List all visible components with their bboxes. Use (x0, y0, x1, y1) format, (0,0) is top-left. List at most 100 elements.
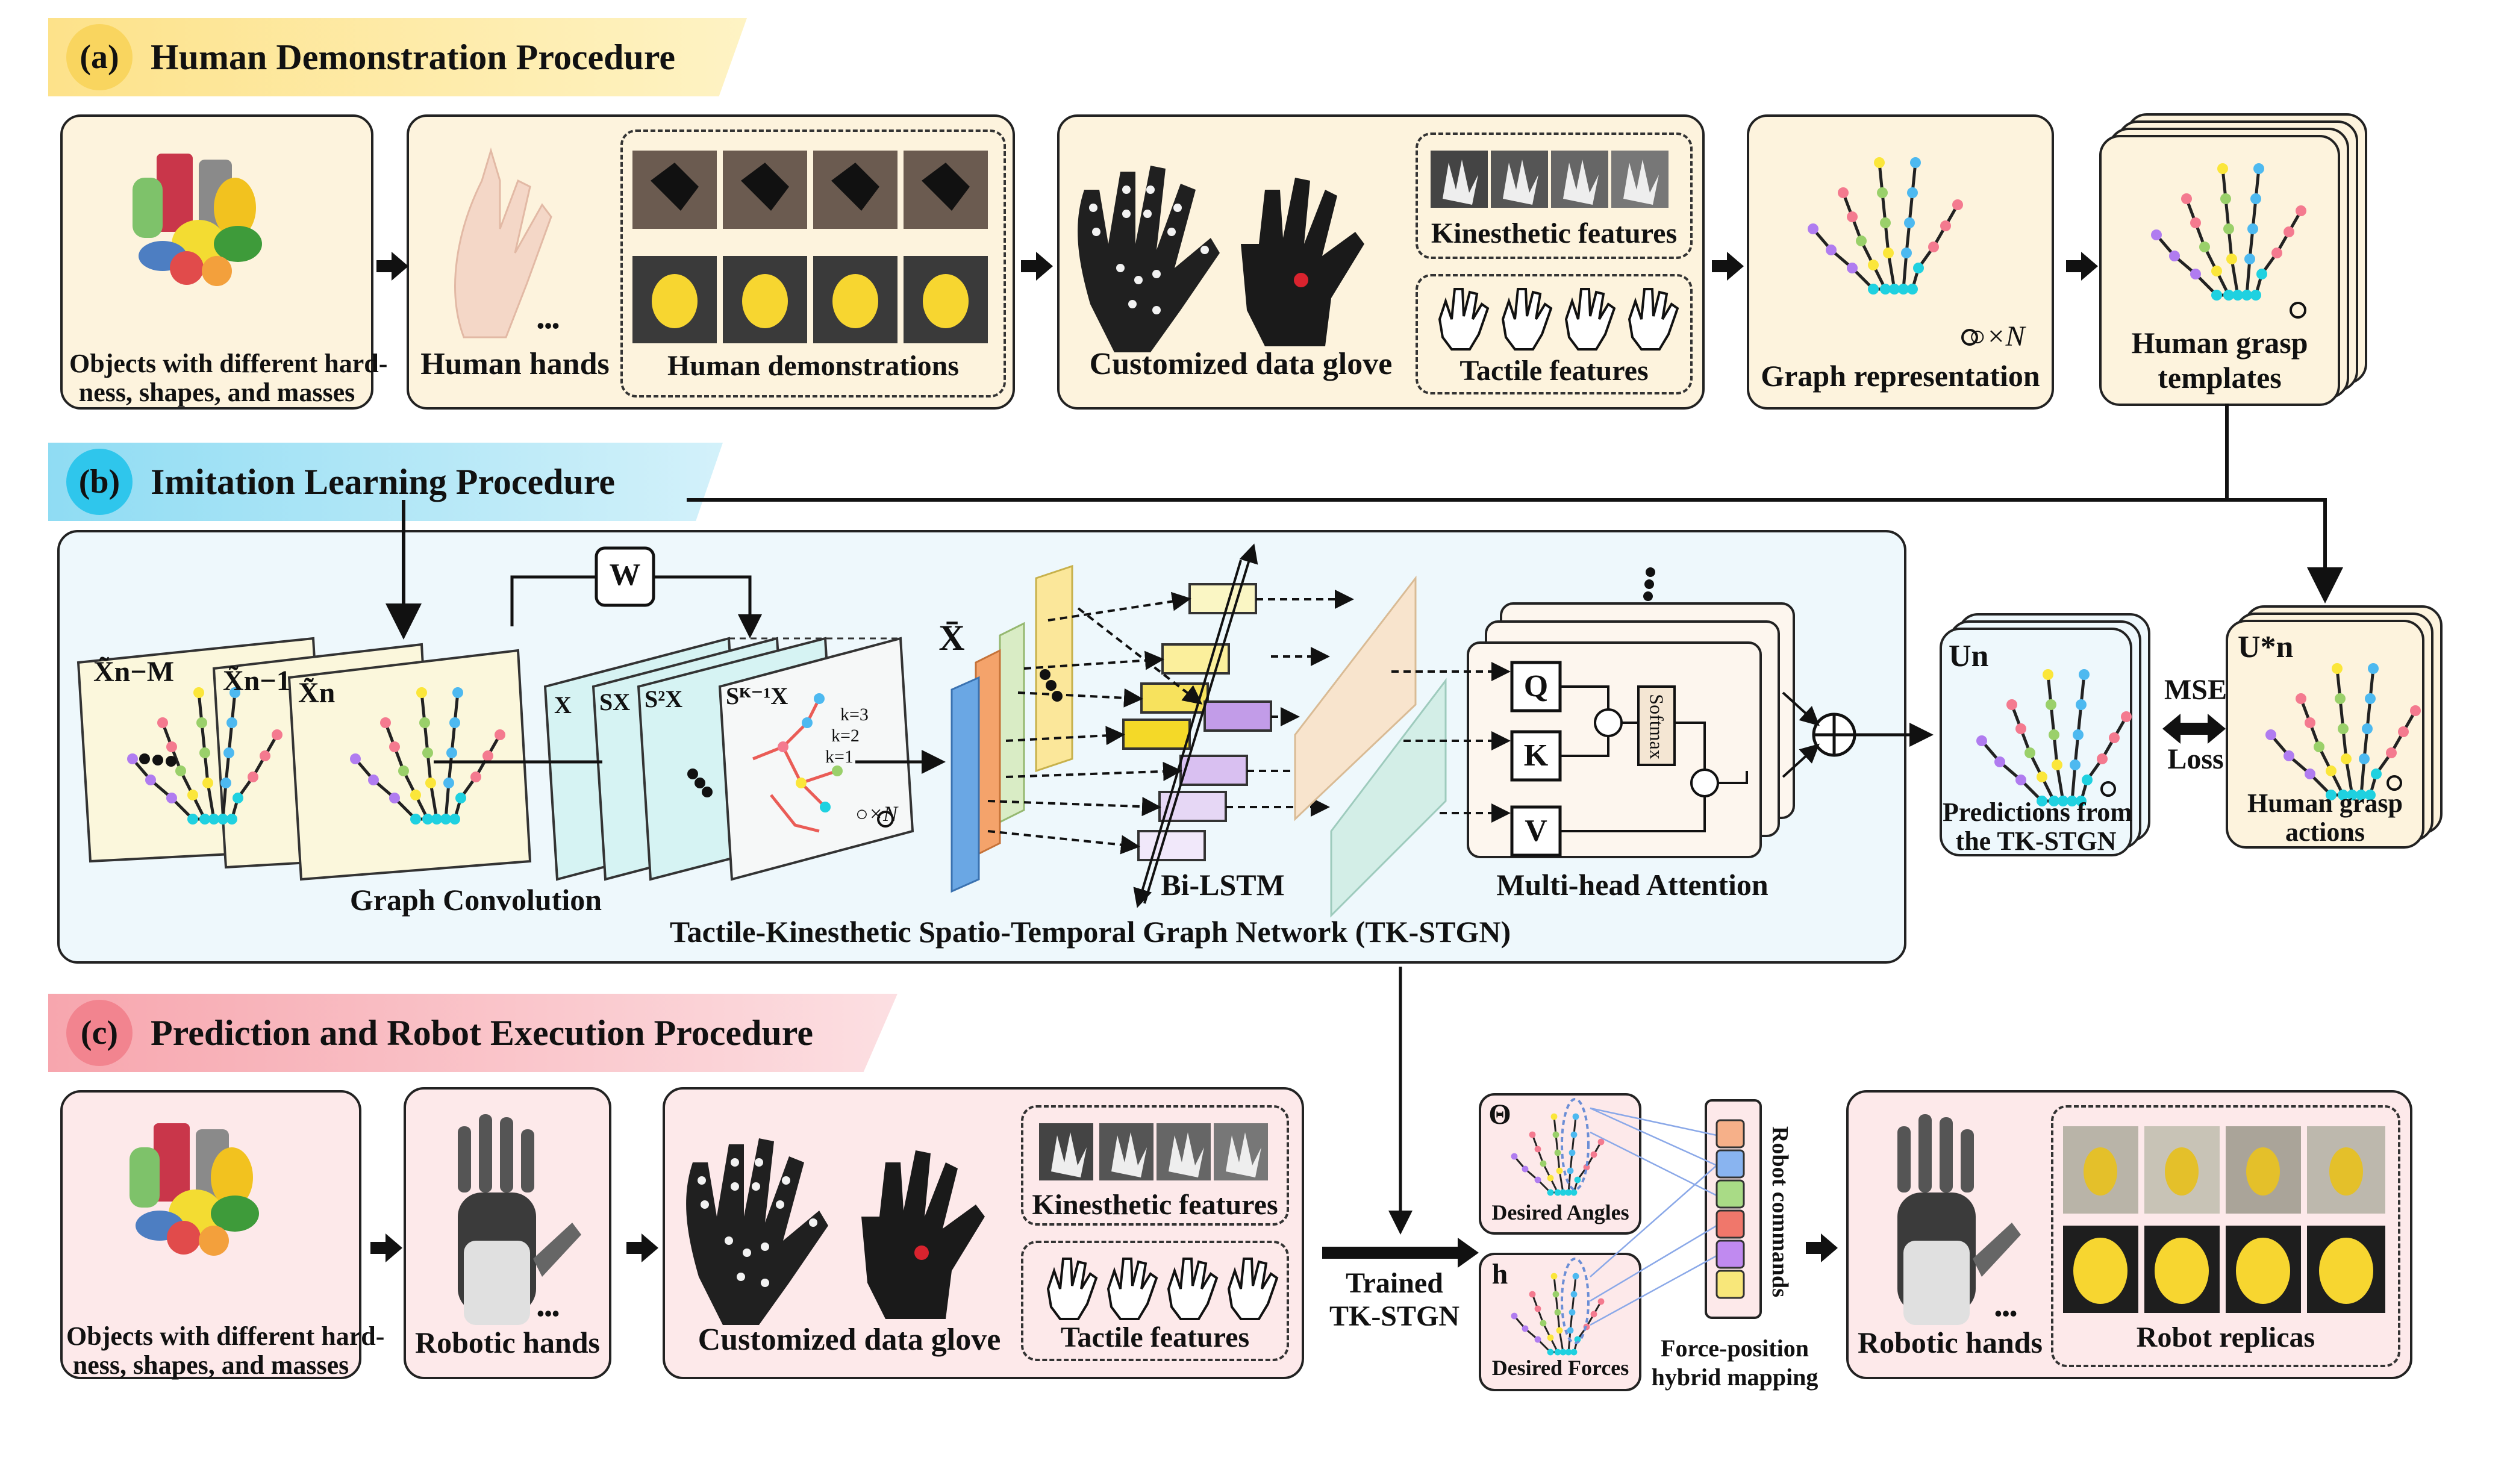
robot-hand-image-2 (1897, 1114, 2021, 1325)
s2x-label: S²X (645, 685, 683, 712)
matmul-2 (1690, 768, 1719, 797)
matmul-1 (1594, 708, 1623, 737)
tactile-label-a: Tactile features (1459, 355, 1649, 387)
robotic-hands-label: Robotic hands (414, 1326, 601, 1359)
predictions-panel (1940, 628, 2132, 856)
times-n-conv: ○×N (855, 802, 898, 826)
actions-hand (2265, 663, 2421, 800)
h-label: h (1491, 1258, 1508, 1290)
replica-thumbnails (2063, 1126, 2385, 1313)
row-a-arrows (376, 252, 2098, 281)
robotic-hands-label-2: Robotic hands (1857, 1326, 2043, 1359)
section-a-tag: (a) (66, 24, 133, 90)
row-c-arrows (370, 1233, 1838, 1262)
k2-label: k=2 (831, 726, 860, 746)
red-graph-nodes (778, 693, 843, 812)
graph-conv-frames (543, 637, 914, 881)
predictions-label-1: Predictions from (1943, 797, 2132, 827)
graph-convolution-label: Graph Convolution (349, 883, 602, 917)
tactile-hands-a (1438, 288, 1679, 351)
section-c-banner: (c) Prediction and Robot Execution Proce… (48, 994, 898, 1072)
robot-commands-label: Robot commands (1767, 1126, 1793, 1297)
tactile-group-c (1021, 1241, 1289, 1361)
u-star-label: U*n (2238, 630, 2294, 664)
kinesthetic-label-a: Kinesthetic features (1431, 217, 1678, 249)
kinesthetic-group-c (1021, 1105, 1289, 1226)
x-n-minus-m: X̃n−M (93, 656, 175, 688)
angles-hand (1510, 1112, 1605, 1197)
objects-label-c-1: Objects with different hard- (66, 1321, 385, 1351)
section-b-banner: (b) Imitation Learning Procedure (48, 443, 723, 521)
feature-bars (951, 564, 1073, 893)
times-n-a: ○×N (1968, 320, 2025, 352)
data-glove-image-a-2 (1241, 178, 1364, 346)
robot-hand-image-1 (458, 1114, 581, 1325)
trained-label-2: TK-STGN (1329, 1300, 1460, 1332)
actions-label-2: actions (2285, 817, 2365, 847)
k3-label: k=3 (840, 705, 869, 725)
objects-label-a-1: Objects with different hard- (69, 349, 388, 378)
w-label: W (609, 558, 641, 592)
templates-label-1: Human grasp (2131, 326, 2308, 360)
kinesthetic-thumbs-c (1039, 1123, 1268, 1180)
skx-label: Sᴷ⁻¹X (726, 682, 788, 709)
human-hand-image (454, 147, 552, 338)
objects-label-c-2: ness, shapes, and masses (72, 1350, 349, 1380)
value-projection (1330, 678, 1447, 918)
predictions-label-2: the TK-STGN (1955, 826, 2117, 856)
forces-hand (1510, 1272, 1605, 1356)
loss-label: Loss (2167, 743, 2224, 775)
desired-forces-label: Desired Forces (1491, 1356, 1629, 1380)
kinesthetic-label-c: Kinesthetic features (1032, 1189, 1278, 1221)
data-glove-image-c (686, 1138, 828, 1325)
section-a-title: Human Demonstration Procedure (151, 37, 676, 77)
multihead-attention-label: Multi-head Attention (1496, 868, 1768, 902)
demonstrations-group (620, 129, 1006, 398)
tactile-group-a (1416, 274, 1693, 394)
bilstm-blocks (1122, 543, 1272, 908)
graph-representation-panel (1747, 114, 2054, 410)
v-box (1510, 805, 1562, 857)
template-hand (2151, 163, 2306, 301)
templates-label-2: templates (2158, 361, 2282, 394)
objects-label-a-2: ness, shapes, and masses (78, 378, 355, 407)
v-label: V (1525, 814, 1547, 848)
bilstm-dashed-inputs (987, 590, 1354, 855)
ellipsis-c-2: ••• (1994, 1302, 2017, 1326)
mapping-label-1: Force-position (1661, 1335, 1809, 1362)
tactile-label-c: Tactile features (1060, 1321, 1250, 1353)
prediction-hand (1976, 669, 2132, 806)
data-glove-image-a (1078, 166, 1220, 352)
k1-label: k=1 (825, 747, 854, 767)
q-box (1510, 661, 1562, 712)
objects-image-a (133, 154, 262, 286)
tactile-hands-c (1047, 1258, 1278, 1320)
network-label: Tactile-Kinesthetic Spatio-Temporal Grap… (669, 915, 1511, 949)
x-n: X̃n (298, 677, 336, 709)
data-glove-label-c: Customized data glove (698, 1323, 1001, 1357)
ellipsis-c: ••• (537, 1302, 560, 1326)
section-c-tag: (c) (66, 1000, 133, 1066)
mapping-label-2: hybrid mapping (1651, 1364, 1818, 1391)
robot-replicas-label: Robot replicas (2136, 1321, 2315, 1353)
sx-label: SX (599, 688, 631, 716)
graph-representation-label: Graph representation (1761, 359, 2040, 393)
kinesthetic-group-a (1416, 132, 1693, 259)
softmax-box (1637, 685, 1676, 766)
x-n-minus-1: X̃n−1 (223, 665, 291, 697)
data-glove-label-a: Customized data glove (1089, 347, 1393, 381)
actions-panel (2226, 620, 2424, 849)
section-b-tag: (b) (66, 449, 133, 515)
bilstm-label: Bi-LSTM (1161, 868, 1285, 902)
demonstration-thumbnails (632, 151, 988, 343)
trained-label-1: Trained (1346, 1267, 1443, 1299)
objects-image-c (130, 1123, 259, 1256)
section-a-banner: (a) Human Demonstration Procedure (48, 18, 747, 96)
section-b-title: Imitation Learning Procedure (151, 461, 616, 502)
query-projection (1294, 575, 1417, 822)
kinesthetic-thumbs-a (1431, 151, 1669, 208)
mse-label: MSE (2164, 674, 2227, 706)
desired-forces-panel (1479, 1253, 1641, 1391)
desired-angles-label: Desired Angles (1491, 1200, 1629, 1224)
human-demonstrations-label: Human demonstrations (667, 350, 960, 382)
